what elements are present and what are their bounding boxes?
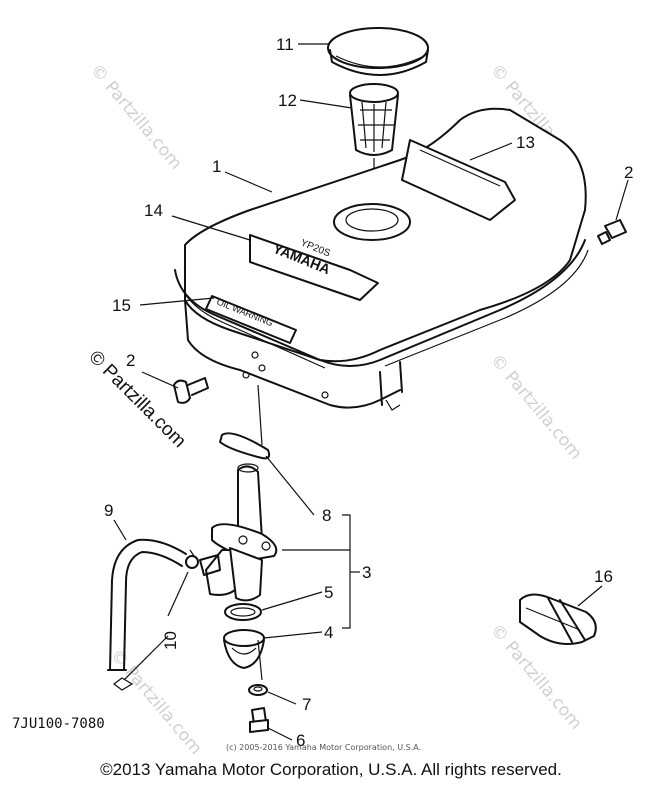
callout-2-right: 2 [624, 163, 633, 182]
part-4-fuel-cup [223, 629, 265, 681]
callout-8: 7 [302, 695, 311, 714]
part-7-drain-screw [249, 707, 269, 733]
watermark: © Partzilla.com [106, 645, 206, 758]
callout-5: 5 [324, 583, 333, 602]
part-2-screw-left [173, 377, 209, 404]
callout-2-left: 2 [126, 351, 135, 370]
callout-14: 14 [144, 201, 163, 220]
part-code: 7JU100-7080 [12, 716, 105, 732]
part-11-fuel-cap [327, 27, 429, 76]
footer-copyright: ©2013 Yamaha Motor Corporation, U.S.A. A… [100, 760, 562, 779]
part-16-fuel-filter [519, 593, 597, 645]
part-10-hose-clip [185, 549, 199, 569]
part-8-washer [248, 684, 268, 696]
callout-6: 8 [322, 506, 331, 525]
part-1-fuel-tank: YP20S YAMAHA OIL WARNING [174, 107, 589, 411]
watermark: © Partzilla.com [486, 350, 586, 463]
callout-10: 10 [161, 631, 180, 650]
callout-12: 12 [278, 91, 297, 110]
leader-lines [113, 43, 629, 741]
callout-9: 9 [104, 501, 113, 520]
part-2-screw-right [597, 219, 627, 245]
callout-11: 11 [276, 35, 294, 54]
part-3-fuel-cock [199, 463, 278, 602]
part-9-fuel-hose [107, 538, 187, 691]
small-copyright: (c) 2005-2016 Yamaha Motor Corporation, … [226, 743, 421, 752]
callout-13: 13 [516, 133, 535, 152]
part-6-gasket [219, 384, 271, 460]
callout-15: 15 [112, 296, 131, 315]
callout-7: 6 [296, 731, 305, 750]
callout-16: 16 [594, 567, 613, 586]
callout-1: 1 [212, 157, 221, 176]
callout-numbers: 11 12 13 1 2 14 15 2 8 3 5 4 7 6 9 10 16 [104, 35, 633, 750]
callout-3: 3 [362, 563, 371, 582]
watermark-large: © Partzilla.com [84, 347, 189, 452]
part-5-o-ring [224, 603, 262, 621]
callout-4: 4 [324, 623, 333, 642]
watermark: © Partzilla.com [86, 60, 186, 173]
